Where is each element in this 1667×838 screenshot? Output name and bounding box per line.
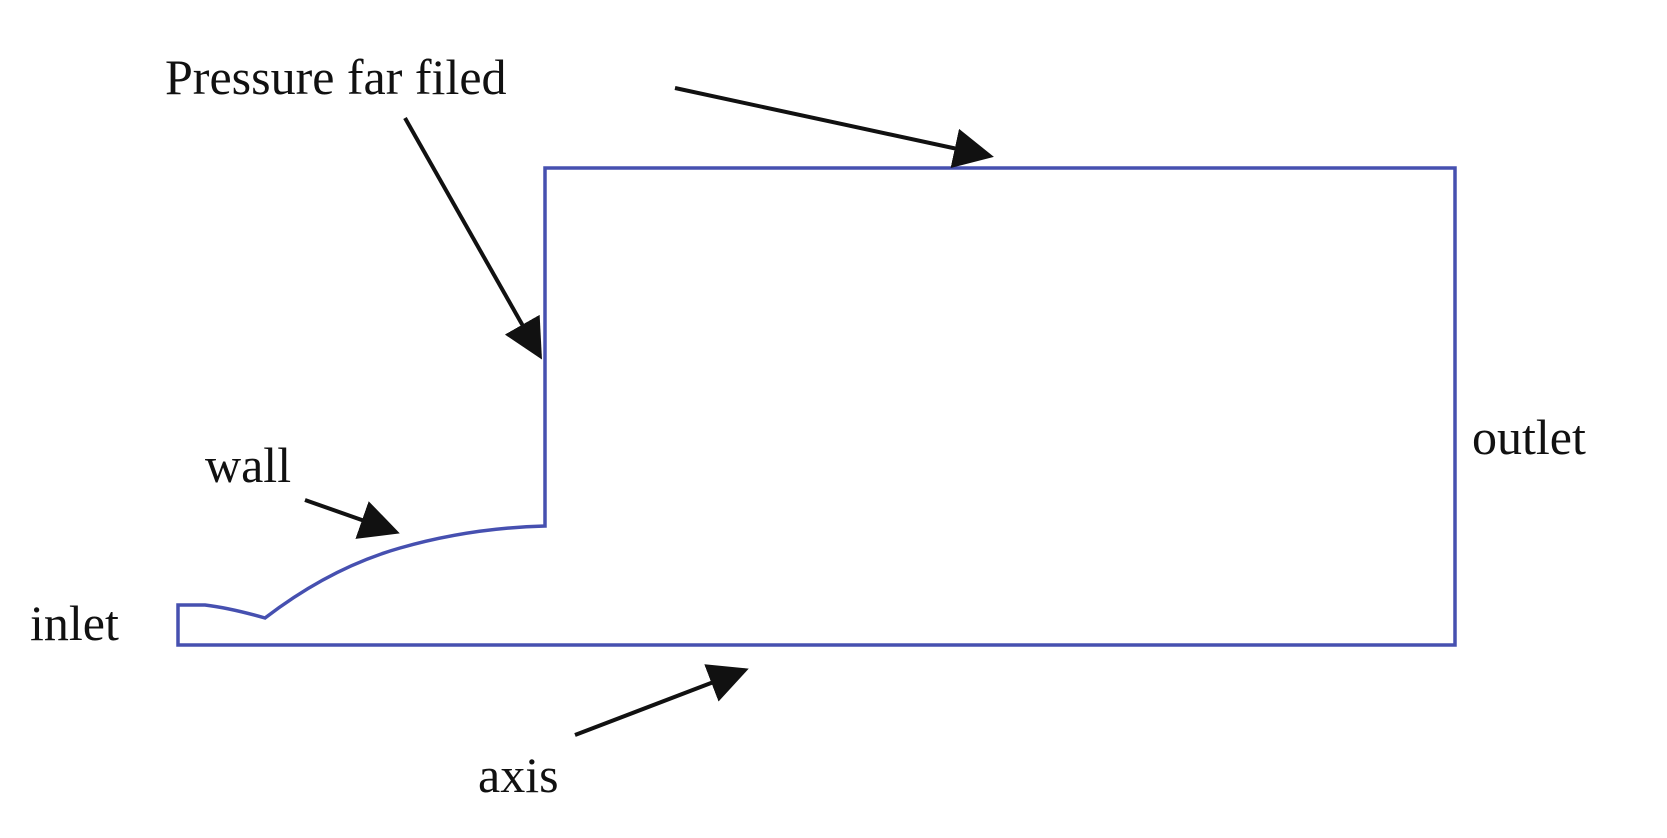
arrow-wall <box>304 498 400 539</box>
arrow-far-field-top <box>674 86 994 168</box>
arrow-far-field-left <box>403 117 542 360</box>
label-outlet: outlet <box>1472 409 1586 465</box>
label-axis: axis <box>478 747 559 803</box>
label-inlet: inlet <box>30 595 119 651</box>
label-wall: wall <box>205 437 292 493</box>
arrow-axis <box>574 664 749 737</box>
label-pressure-far-field: Pressure far filed <box>165 49 507 105</box>
boundary-outline <box>176 166 1457 647</box>
